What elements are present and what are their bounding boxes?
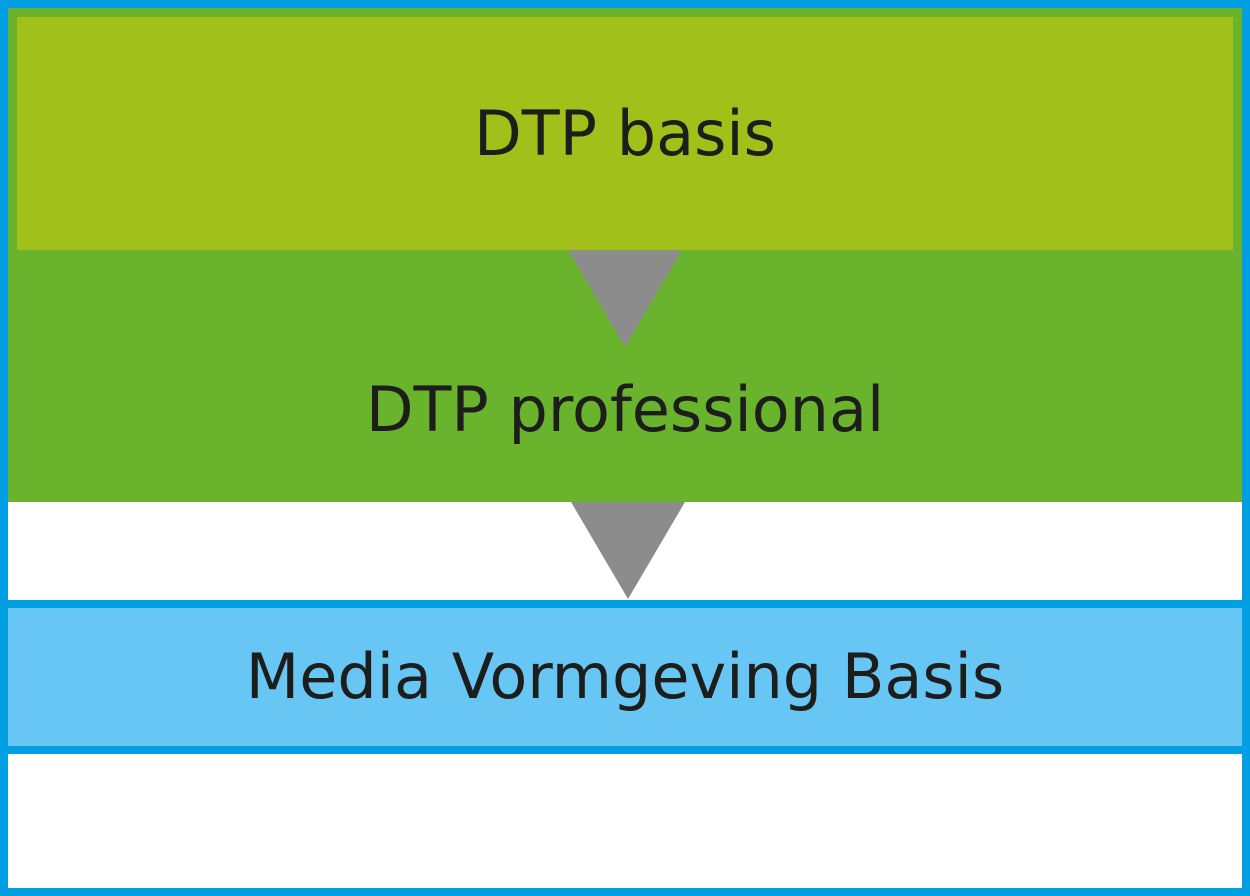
arrow-down-icon [568,250,682,347]
dtp-basis-box: DTP basis [17,17,1233,250]
media-vormgeving-basis-label: Media Vormgeving Basis [245,640,1005,713]
dtp-basis-label: DTP basis [474,96,776,170]
media-vormgeving-basis-box: Media Vormgeving Basis [8,608,1242,746]
dtp-professional-label: DTP professional [365,373,885,446]
arrow-down-icon [571,502,685,599]
dtp-professional-label-area: DTP professional [8,350,1242,470]
